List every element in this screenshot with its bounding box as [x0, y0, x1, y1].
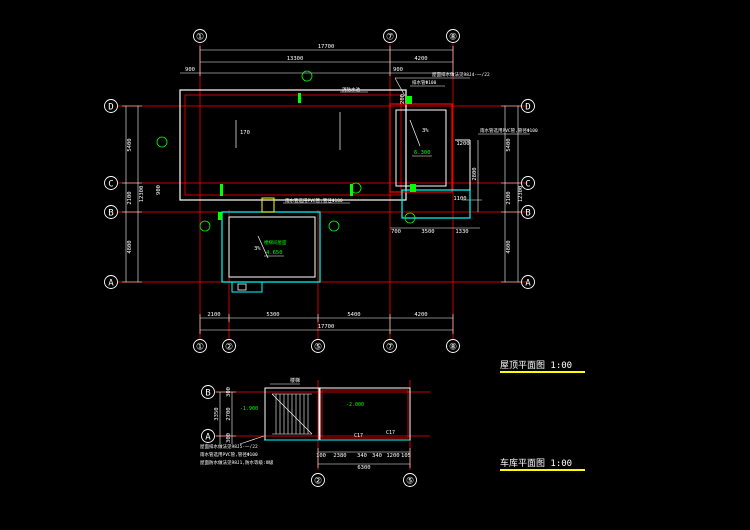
dimension-lines [122, 46, 522, 334]
dim-bottom-4200: 4200 [414, 312, 427, 318]
slope-right: 3% [422, 128, 429, 134]
note-top: 屋面排水做法见98J4-一/22 [432, 71, 490, 78]
dim-left-4800: 4800 [127, 240, 133, 253]
dim-low-300a: 300 [226, 387, 232, 397]
elev-ground-a: -1.900 [240, 406, 258, 412]
dim-low-6300: 6300 [357, 465, 370, 471]
dim-low-340a: 340 [357, 453, 367, 459]
axis-bottom-5: ⑤ [314, 343, 322, 353]
note-lower-left-2: 雨水管选用PVC管,管径Φ100 [200, 451, 258, 458]
axis-top-8: ⑧ [449, 33, 457, 43]
dim-low-2700: 2700 [226, 407, 232, 420]
dim-right-4800: 4800 [506, 240, 512, 253]
elev-ground-b: -2.000 [346, 402, 364, 408]
note-lower-left-1: 屋面排水做法见98J5-一/22 [200, 443, 258, 450]
elev-lower: 4.650 [266, 250, 283, 256]
dim-right-2100: 2100 [506, 191, 512, 204]
code-b: C17 [386, 430, 395, 436]
slope-arrows [235, 112, 421, 259]
note-pvc-right: 雨水管选用PVC管,管径Φ100 [480, 127, 538, 134]
axis-left-d: D [108, 103, 113, 113]
dim-low-3350: 3350 [214, 407, 220, 420]
lower-plan [215, 380, 430, 470]
dim-top-900b: 900 [393, 67, 403, 73]
axis-left-c: C [108, 180, 113, 190]
dim-right-5400: 5400 [506, 138, 512, 151]
dim-low-300b: 300 [226, 433, 232, 443]
label-170: 170 [240, 130, 250, 136]
axis-left-b: B [108, 209, 113, 219]
axis-lower-2: ② [314, 477, 322, 487]
roof-outline [179, 89, 471, 293]
axis-bubbles [104, 29, 535, 487]
dim-low-1200: 1200 [386, 453, 399, 459]
dim-top-total: 17700 [318, 44, 335, 50]
axis-bottom-2: ② [225, 343, 233, 353]
axis-top-7: ⑦ [386, 33, 394, 43]
note-lower-room: 楼梯间屋面 [264, 239, 287, 246]
stair-treads [271, 393, 313, 435]
axis-right-a: A [525, 279, 531, 289]
title-basement-plan: 车库平面图 1:00 [500, 457, 572, 469]
dim-mid-3500: 3500 [421, 229, 434, 235]
dim-right-12300: 12300 [518, 186, 524, 203]
dim-right-2800: 2800 [472, 167, 478, 180]
axis-bottom-7: ⑦ [386, 343, 394, 353]
code-a: C17 [354, 433, 363, 439]
axis-lower-b: B [205, 389, 210, 399]
title-roof-plan: 屋顶平面图 1:00 [500, 360, 572, 371]
dim-low-105: 105 [401, 453, 411, 459]
dim-left-12300: 12300 [139, 186, 145, 203]
dim-bottom-2100: 2100 [207, 312, 220, 318]
dim-mid-1100: 1100 [453, 196, 466, 202]
dim-top-13300: 13300 [287, 56, 304, 62]
dim-bottom-5300: 5300 [266, 312, 279, 318]
dim-low-340b: 340 [372, 453, 382, 459]
axis-bottom-8: ⑧ [449, 343, 457, 353]
slope-lower: 3% [254, 246, 261, 252]
note-room-tag: 消防水池 [342, 86, 360, 93]
note-stair: 楼梯 [290, 377, 300, 384]
note-lower-left-3: 屋面防水做法见98J1,防水等级:Ⅲ级 [200, 459, 274, 466]
dim-low-2380: 2380 [333, 453, 346, 459]
elev-right: 6.300 [414, 150, 431, 156]
section-marks [156, 70, 416, 232]
dim-left-5400: 5400 [127, 138, 133, 151]
dim-bottom-5400: 5400 [347, 312, 360, 318]
axis-right-b: B [525, 209, 530, 219]
dim-mid-1330: 1330 [455, 229, 468, 235]
note-drain: 排水管Φ100 [412, 79, 437, 86]
axis-lower-5: ⑤ [406, 477, 414, 487]
dim-low-100: 100 [316, 453, 326, 459]
dim-bottom-total: 17700 [318, 324, 335, 330]
axis-lower-a: A [205, 433, 211, 443]
dim-left-2100: 2100 [127, 191, 133, 204]
dim-mid-700: 700 [391, 229, 401, 235]
dim-top-200: 200 [400, 94, 406, 104]
dim-top-4200: 4200 [414, 56, 427, 62]
axis-right-c: C [525, 180, 530, 190]
dim-left-900: 900 [156, 185, 162, 195]
note-leaders [283, 77, 530, 204]
axis-top-1: ① [196, 33, 204, 43]
axis-bottom-1: ① [196, 343, 204, 353]
dim-top-900a: 900 [185, 67, 195, 73]
axis-right-d: D [525, 103, 530, 113]
dim-right-1200: 1200 [456, 141, 469, 147]
note-pvc-mid: 雨水管选用PVC管,管径Φ100 [285, 197, 343, 204]
drawing-titles: 屋顶平面图 1:00 车库平面图 1:00 [500, 360, 585, 471]
axis-left-a: A [108, 279, 114, 289]
